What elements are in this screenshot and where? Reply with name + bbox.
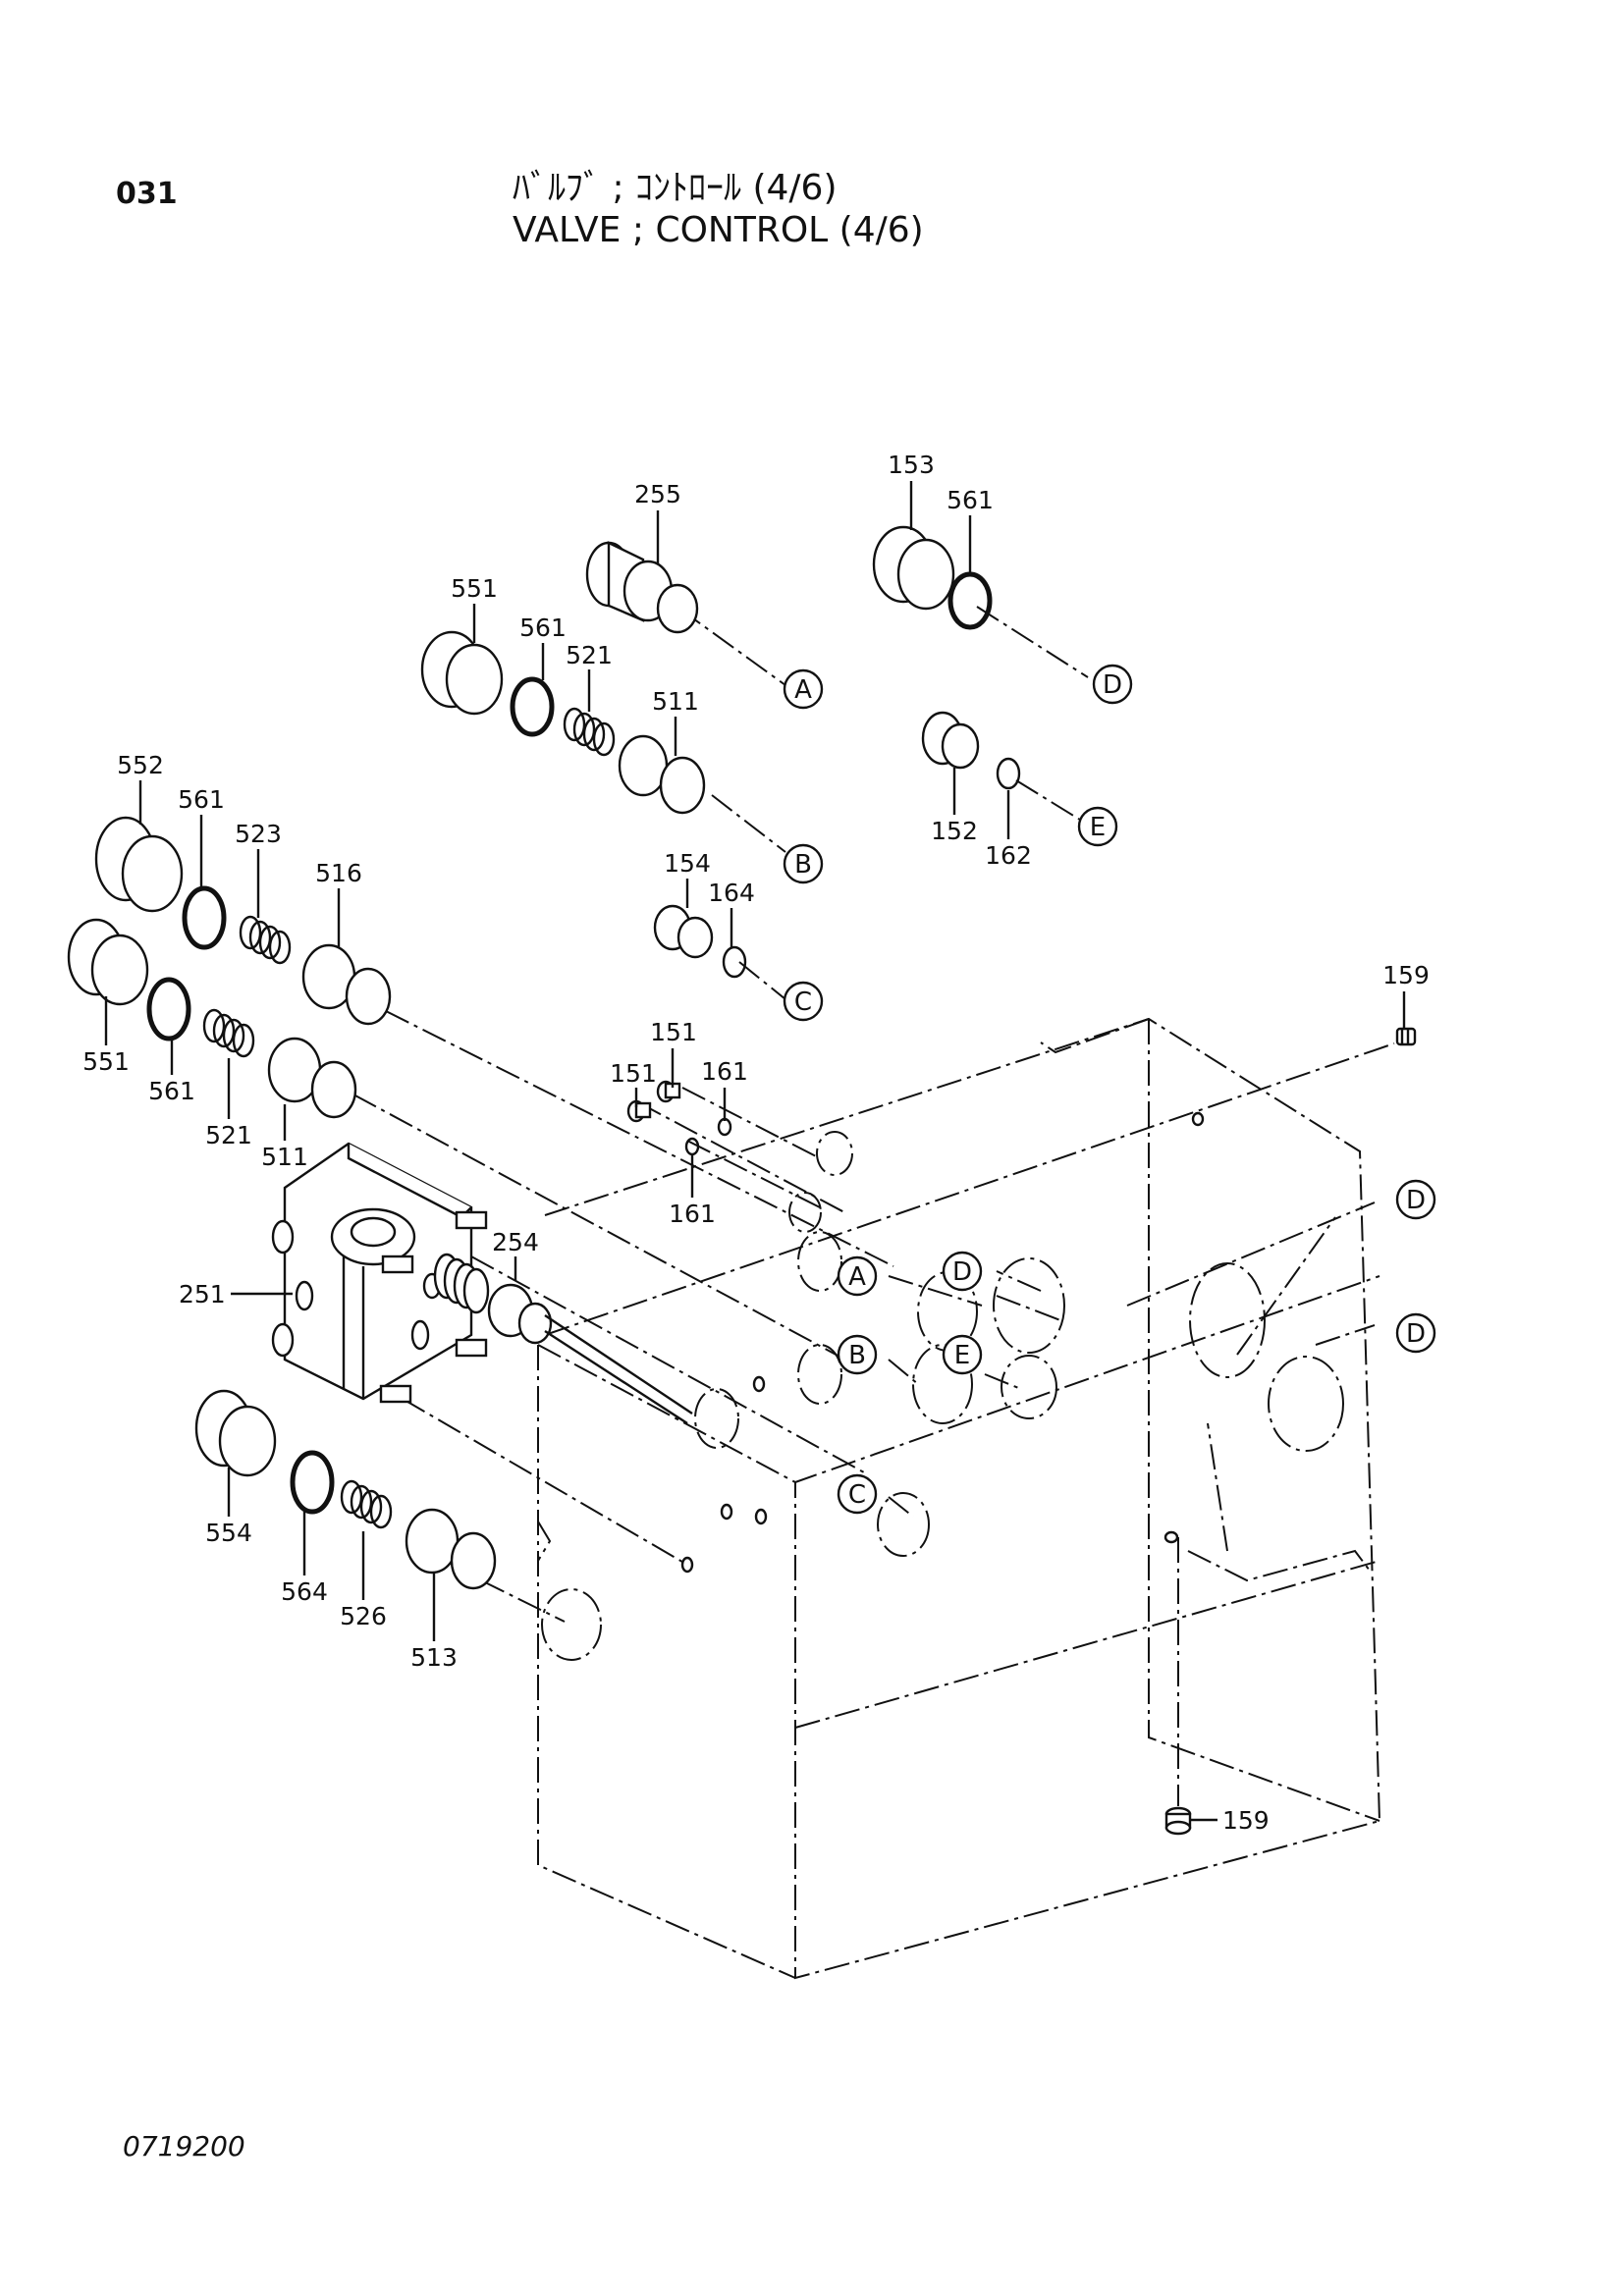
label-leaders: [104, 481, 1406, 1822]
label-561-left-top: 561: [178, 785, 225, 814]
svg-text:B: B: [848, 1341, 866, 1370]
title-japanese: ﾊﾞﾙﾌﾞ ; ｺﾝﾄﾛｰﾙ (4/6): [513, 168, 838, 208]
spring-526-shape: [340, 1479, 393, 1529]
label-526: 526: [340, 1602, 387, 1630]
svg-text:C: C: [794, 988, 812, 1017]
oring-561-upper-shape: [510, 676, 555, 737]
bolt-151-shapes: [626, 1080, 681, 1123]
spool-254-shape: [433, 1253, 693, 1425]
oring-564-shape: [290, 1450, 335, 1515]
cover-251-shape: [271, 1142, 473, 1401]
svg-text:B: B: [794, 850, 812, 880]
spring-521-lower-shape: [202, 1008, 255, 1058]
spool-513-shape: [405, 1508, 497, 1590]
label-154: 154: [664, 849, 711, 878]
svg-text:E: E: [1090, 813, 1106, 842]
oring-161-upper-shape: [717, 1117, 732, 1137]
label-251: 251: [179, 1280, 226, 1308]
oring-561-left-top-shape: [182, 885, 227, 950]
plug-152-shape: [921, 711, 980, 770]
ref-b-top: B: [783, 843, 824, 884]
plug-159-top-shape: [1395, 1027, 1417, 1046]
label-564: 564: [281, 1577, 328, 1606]
part-labels: 255 153 561 551 561 521 511 552 561 523 …: [82, 451, 1430, 1835]
spring-523-shape: [239, 915, 292, 965]
label-513: 513: [410, 1643, 458, 1672]
label-561-upper: 561: [519, 614, 567, 642]
ref-a-top: A: [783, 668, 824, 710]
ref-d-right-lower: D: [1395, 1312, 1436, 1354]
label-516: 516: [315, 859, 362, 887]
spool-255-shape: [585, 541, 699, 634]
label-511-upper: 511: [652, 687, 699, 716]
label-159-top: 159: [1382, 961, 1430, 989]
plug-551-upper-shape: [420, 630, 504, 716]
ref-c-body: C: [837, 1473, 878, 1515]
label-151-left: 151: [610, 1059, 657, 1088]
svg-text:D: D: [952, 1257, 972, 1287]
svg-text:A: A: [794, 675, 812, 705]
label-161-lower: 161: [669, 1200, 716, 1228]
ref-c-top: C: [783, 981, 824, 1022]
label-554: 554: [205, 1519, 252, 1547]
svg-text:C: C: [848, 1480, 866, 1510]
label-161-upper: 161: [701, 1057, 748, 1086]
label-551-upper: 551: [451, 574, 498, 603]
svg-text:D: D: [1406, 1319, 1426, 1349]
svg-text:A: A: [848, 1262, 866, 1292]
label-254: 254: [492, 1228, 539, 1256]
label-521-upper: 521: [566, 641, 613, 669]
footer-code: 0719200: [123, 2130, 245, 2163]
label-561-top: 561: [947, 486, 994, 514]
spool-511-upper-shape: [618, 734, 706, 815]
label-511-lower: 511: [261, 1143, 308, 1171]
label-561-left-bottom: 561: [148, 1077, 195, 1105]
ref-e-body: E: [942, 1334, 983, 1375]
label-255: 255: [634, 480, 681, 508]
oring-164-shape: [722, 945, 747, 979]
plug-154-shape: [653, 904, 714, 959]
svg-text:E: E: [954, 1341, 970, 1370]
ref-d-top: D: [1092, 664, 1133, 705]
reference-markers: A D B E C A D B: [783, 664, 1436, 1515]
plug-159-bottom-shape: [1164, 1806, 1192, 1836]
label-152: 152: [931, 817, 978, 845]
label-523: 523: [235, 820, 282, 848]
spring-521-upper-shape: [563, 707, 616, 757]
oring-161-lower-shape: [684, 1137, 700, 1156]
oring-162-shape: [996, 757, 1021, 790]
label-551-lower: 551: [82, 1047, 130, 1076]
ref-d-right-upper: D: [1395, 1179, 1436, 1220]
plug-153-shape: [872, 525, 955, 611]
svg-text:D: D: [1406, 1186, 1426, 1215]
oring-561-left-bottom-shape: [146, 977, 191, 1041]
oring-561-top-shape: [947, 571, 993, 630]
spool-511-lower-shape: [267, 1037, 357, 1119]
label-162: 162: [985, 841, 1032, 870]
label-153: 153: [888, 451, 935, 479]
plug-551-lower-shape: [67, 918, 149, 1006]
label-159-bottom: 159: [1222, 1806, 1270, 1835]
ref-a-body: A: [837, 1255, 878, 1297]
title-english: VALVE ; CONTROL (4/6): [513, 210, 924, 250]
page-number: 031: [116, 177, 178, 211]
leader-lines: [352, 606, 1395, 1806]
ref-d-body: D: [942, 1251, 983, 1292]
plug-552-shape: [94, 816, 184, 913]
spool-516-shape: [301, 943, 392, 1026]
ref-e-top: E: [1077, 806, 1118, 847]
label-164: 164: [708, 879, 755, 907]
part-shapes: [67, 525, 1417, 1836]
label-151-right: 151: [650, 1018, 697, 1046]
stud-bolt-shapes: [379, 1210, 488, 1404]
ref-b-body: B: [837, 1334, 878, 1375]
plug-554-shape: [194, 1389, 277, 1477]
svg-text:D: D: [1103, 670, 1122, 700]
label-521-lower: 521: [205, 1121, 252, 1149]
label-552: 552: [117, 751, 164, 779]
